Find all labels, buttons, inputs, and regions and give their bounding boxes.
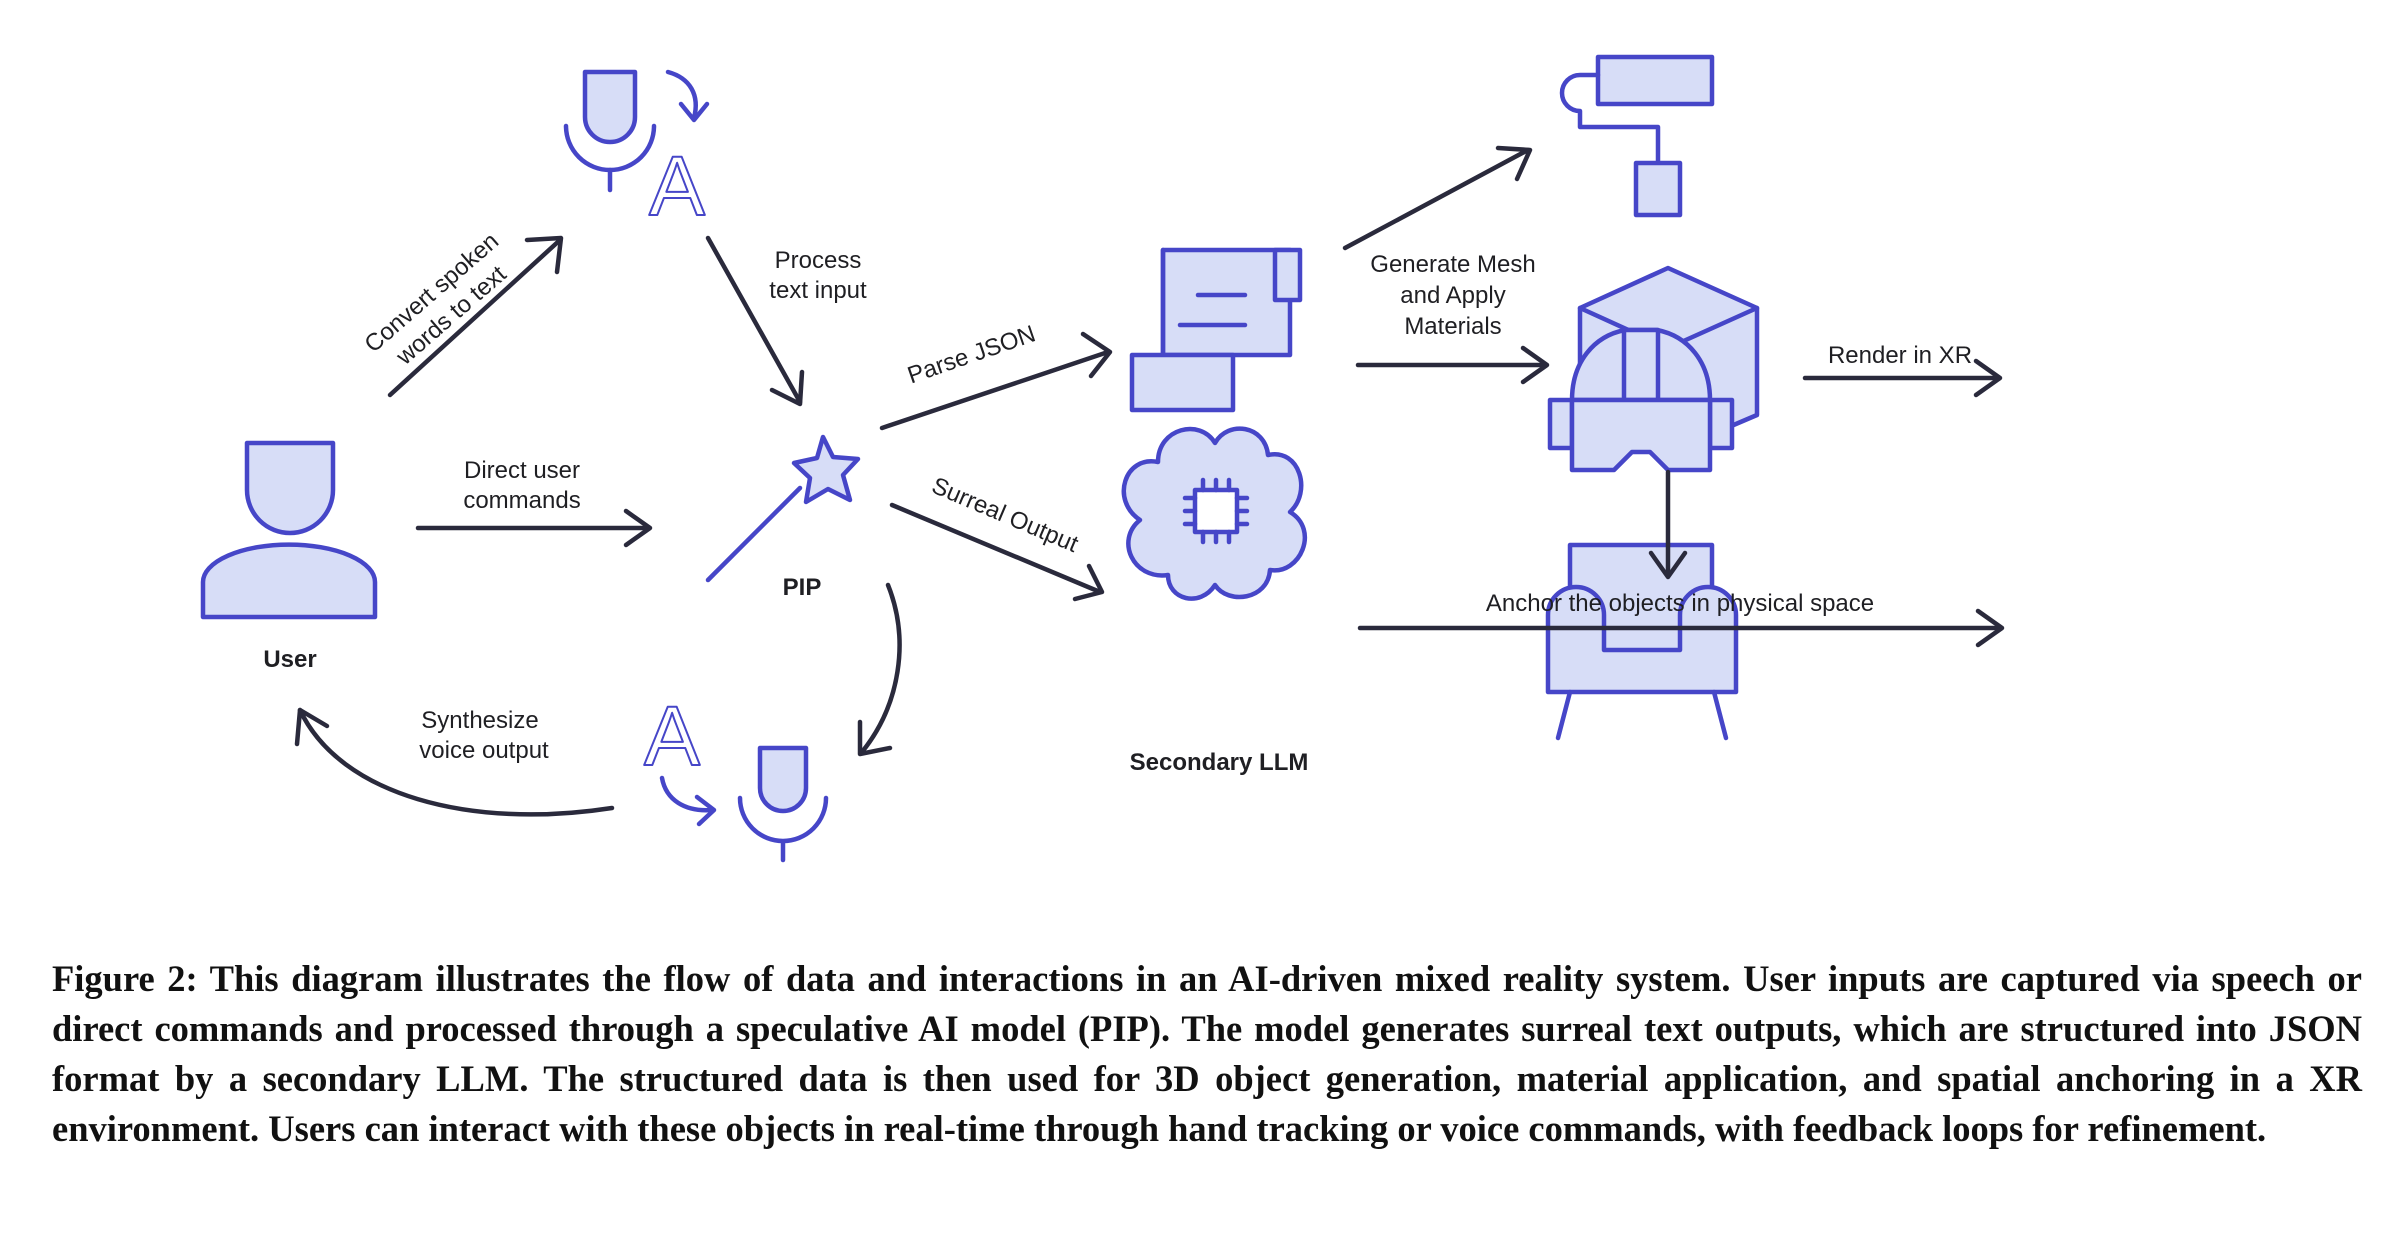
user-label: User [263, 646, 316, 673]
text-to-speech-icon: A [643, 688, 829, 863]
figure-caption: Figure 2: This diagram illustrates the f… [52, 958, 2362, 1149]
speech-to-text-icon: A [563, 69, 710, 234]
arrow-document-to-cube [1355, 345, 1550, 385]
label-synth-1: Synthesize [421, 707, 538, 734]
arrow-pip-to-tts [857, 582, 902, 757]
label-process-2: text input [769, 277, 867, 304]
arrow-pip-to-document [879, 331, 1113, 431]
microphone-icon [737, 745, 829, 863]
flow-diagram: User A PIP A [200, 54, 2005, 863]
curved-arrow-icon [665, 69, 698, 121]
text-glyph-icon: A [644, 689, 700, 783]
label-anchor: Anchor the objects in physical space [1486, 590, 1874, 617]
document-icon [1129, 247, 1303, 413]
label-convert-spoken: Convert spoken words to text [359, 228, 511, 371]
secondary-llm-label: Secondary LLM [1130, 749, 1309, 776]
arrow-user-to-pip [415, 508, 653, 548]
arrow-pip-to-llm [889, 502, 1105, 602]
arrow-llm-to-armchair [1357, 608, 2005, 648]
label-direct-2: commands [463, 487, 580, 514]
label-render-xr: Render in XR [1828, 342, 1972, 369]
armchair-icon [1545, 542, 1739, 741]
curved-arrow-icon [659, 775, 715, 813]
label-parse-json: Parse JSON [904, 320, 1039, 389]
arrow-user-to-speech [387, 235, 564, 398]
arrow-cube-down [1648, 469, 1688, 580]
label-mesh-3: Materials [1404, 313, 1501, 340]
user-icon [200, 440, 378, 620]
arrow-speech-to-pip [705, 235, 805, 407]
label-mesh-2: and Apply [1400, 282, 1505, 309]
label-synth-2: voice output [419, 737, 549, 764]
label-surreal-output: Surreal Output [928, 472, 1083, 558]
paint-roller-icon [1559, 54, 1715, 218]
label-direct-1: Direct user [464, 457, 580, 484]
arrow-cube-to-headset [1802, 358, 2003, 398]
arrow-tts-to-user [294, 707, 615, 817]
arrow-document-to-roller [1342, 145, 1533, 251]
text-glyph-icon: A [649, 139, 705, 233]
label-mesh-1: Generate Mesh [1370, 251, 1535, 278]
vr-headset-icon [1547, 327, 1735, 473]
magic-wand-icon [705, 434, 861, 583]
cloud-chip-icon [1121, 426, 1308, 601]
pip-label: PIP [783, 574, 822, 601]
label-process-1: Process [775, 247, 862, 274]
microphone-icon [563, 69, 657, 193]
